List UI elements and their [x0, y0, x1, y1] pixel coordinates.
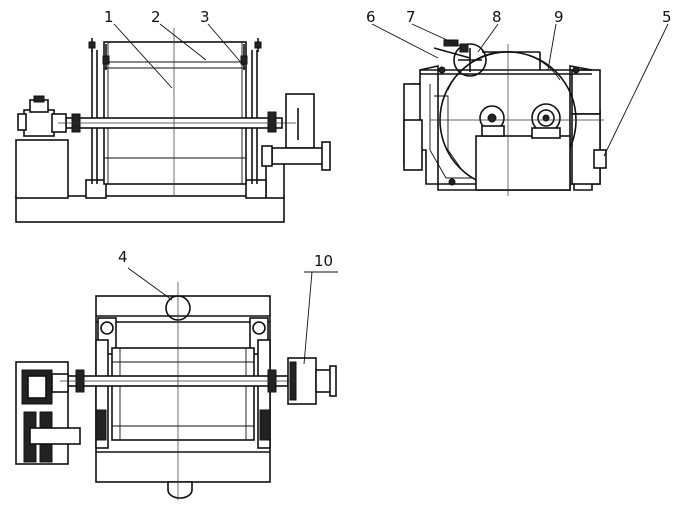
top-drum [111, 347, 255, 441]
motor-pedestal [15, 139, 69, 199]
callout-6: 6 [366, 8, 376, 26]
callout-4: 4 [118, 248, 128, 266]
front-view: 1 2 3 [15, 8, 331, 223]
top-view: 4 10 [15, 248, 338, 500]
callout-3: 3 [200, 8, 210, 26]
callout-7: 7 [406, 8, 416, 26]
side-pedestal [475, 135, 571, 191]
callout-2: 2 [151, 8, 161, 26]
gear-motor [23, 109, 55, 137]
outlet-housing [285, 93, 315, 149]
drum [103, 41, 247, 185]
callout-8: 8 [492, 8, 502, 26]
callout-10: 10 [314, 252, 333, 270]
callout-9: 9 [554, 8, 564, 26]
callout-1: 1 [104, 8, 114, 26]
side-view: 6 7 8 9 5 [366, 8, 672, 196]
base-plate [15, 195, 285, 223]
callout-5: 5 [662, 8, 672, 26]
